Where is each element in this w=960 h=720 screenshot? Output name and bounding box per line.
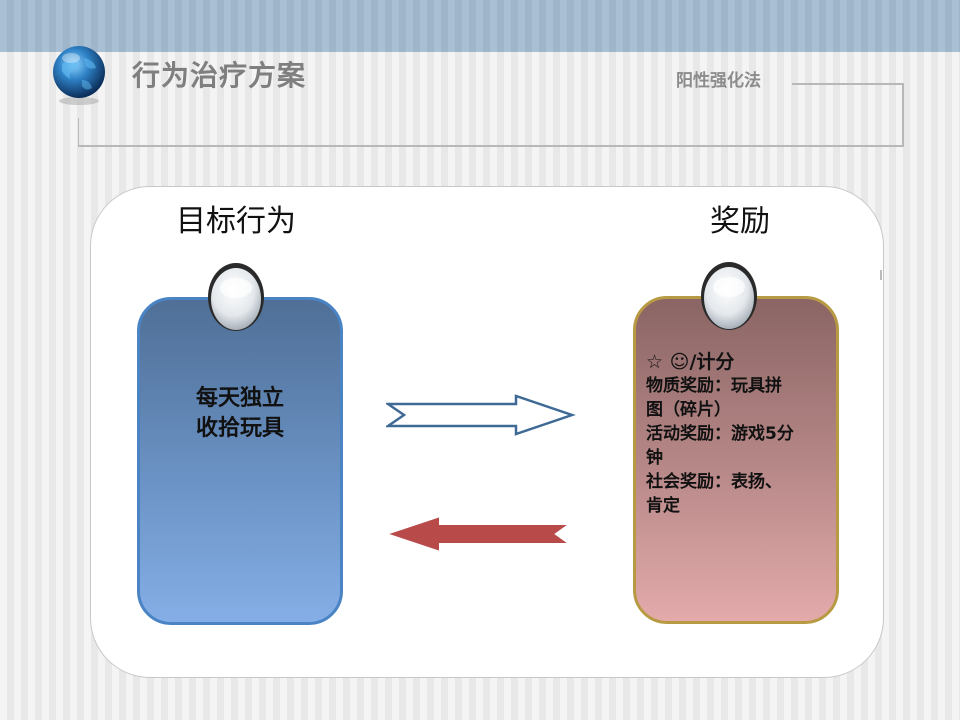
target-behavior-text: 每天独立 收拾玩具 [150,384,330,444]
right-arrow-icon [386,394,576,436]
page-subtitle: 阳性强化法 [676,71,761,91]
target-behavior-card [137,297,343,625]
target-behavior-line: 每天独立 [195,386,284,411]
left-arrow-icon [384,514,574,554]
reward-list: ☆ ☺/计分 物质奖励：玩具拼 图（碎片） 活动奖励：游戏5分 钟 社会奖励：表… [646,350,836,518]
header-frame [78,83,904,147]
reward-line: 肯定 [646,496,680,516]
reward-line: 钟 [646,448,663,468]
reward-heading: 奖励 [710,204,770,239]
reward-line: 活动奖励：游戏5分 [646,424,794,444]
target-behavior-line: 收拾玩具 [195,416,284,441]
globe-icon [53,46,105,105]
pin-icon [701,262,757,330]
pin-icon [208,263,264,331]
reward-scoring-line: ☆ ☺/计分 [646,351,735,373]
reward-line: 社会奖励：表扬、 [646,472,782,492]
reward-line: 物质奖励：玩具拼 [646,376,782,396]
divider [880,270,882,280]
reward-line: 图（碎片） [646,400,731,420]
target-behavior-heading: 目标行为 [176,204,296,239]
header-band [0,0,960,52]
page-title: 行为治疗方案 [132,59,307,92]
reward-card [633,296,839,624]
